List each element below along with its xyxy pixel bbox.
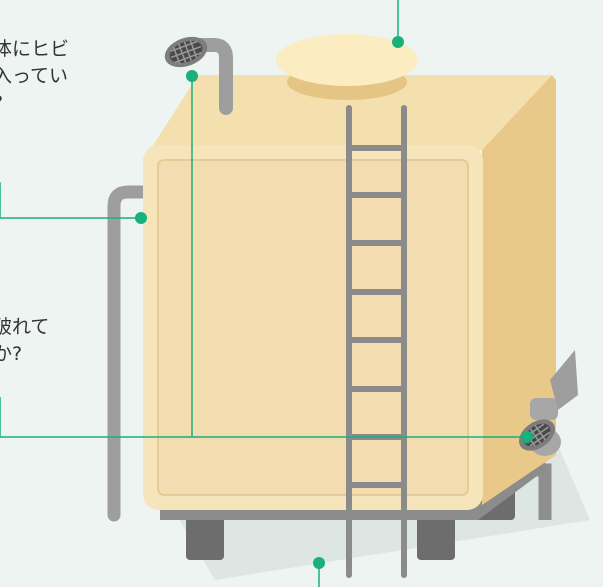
mesh-vent-icon — [164, 36, 208, 68]
tank-side — [482, 75, 556, 505]
tank-leg — [186, 510, 224, 560]
callout-torn: 破れて か? — [0, 316, 50, 365]
tank-leg — [417, 510, 455, 560]
ladder — [346, 105, 407, 578]
callout-crack: 体にヒビ 入ってい ? — [0, 38, 70, 114]
top-vent-pipe — [193, 38, 233, 115]
leader-dots — [135, 36, 533, 569]
left-pipe — [107, 185, 152, 522]
leader-lines — [0, 0, 527, 587]
lid-top — [276, 34, 418, 86]
tank-front-panel — [157, 159, 469, 496]
